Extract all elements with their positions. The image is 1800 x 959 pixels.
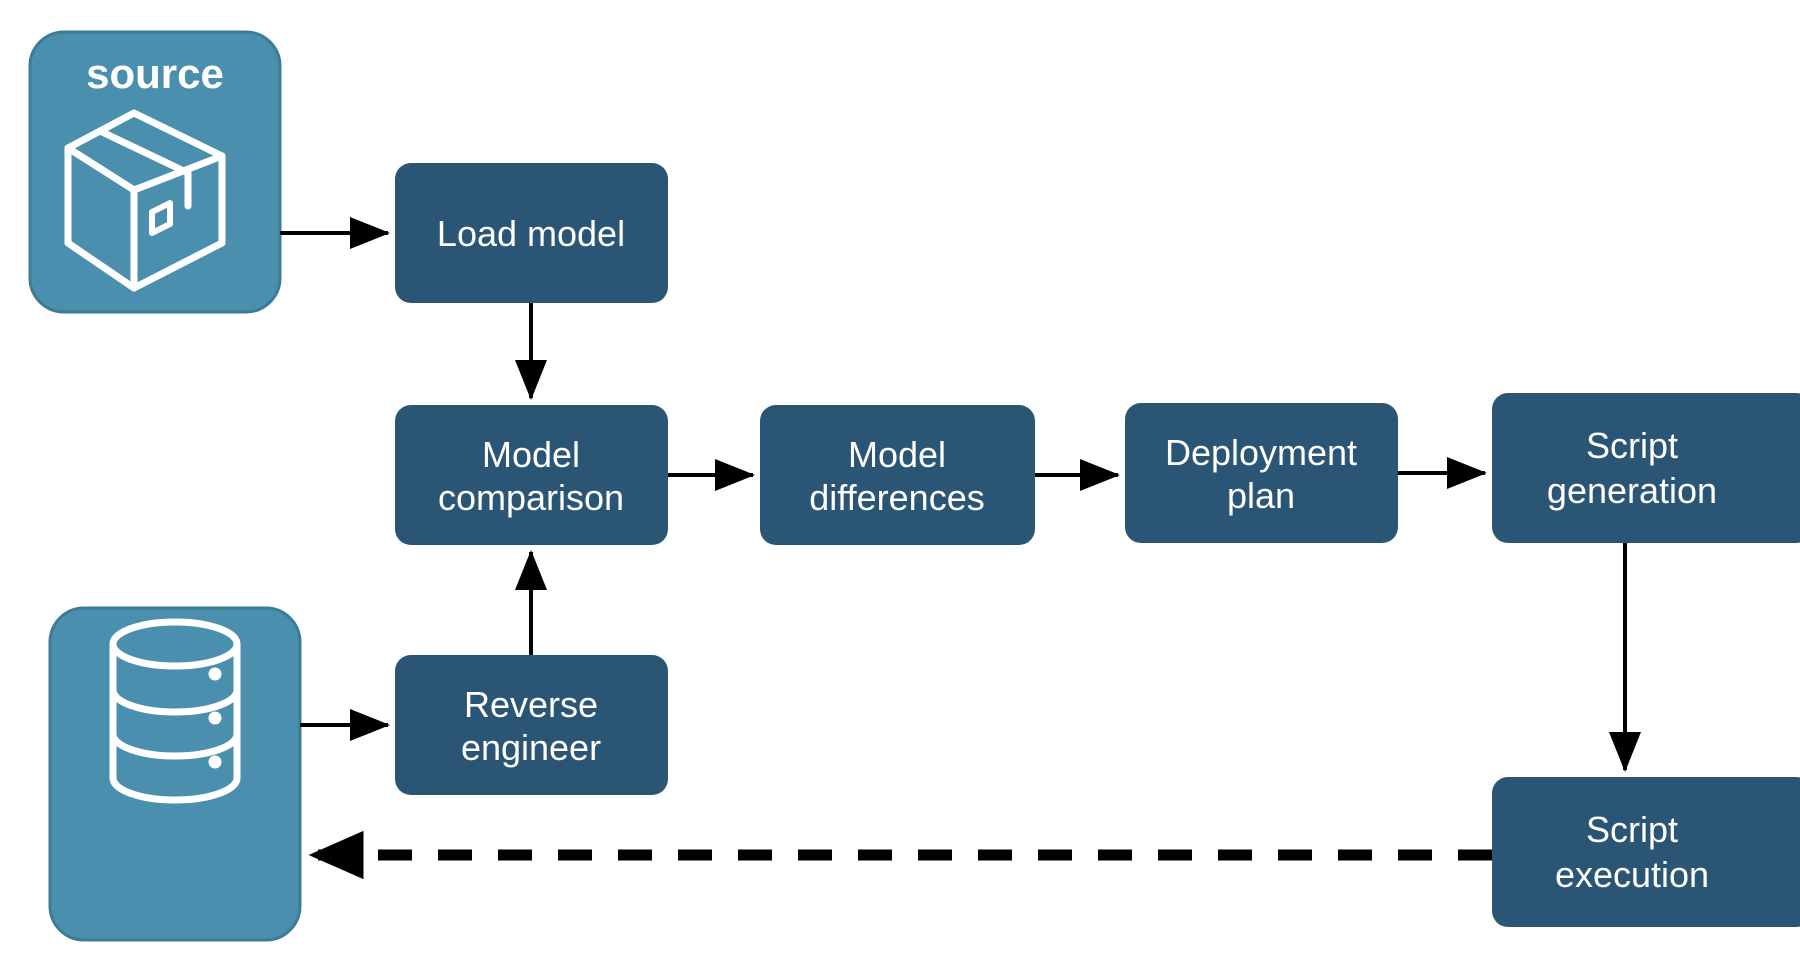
database-indicator-dot-3: [208, 755, 222, 769]
process-load-model-shape: [395, 163, 668, 303]
process-reverse-engineer-shape: [395, 655, 668, 795]
process-script-execution-shape: [1492, 777, 1800, 927]
process-deployment-plan[interactable]: Deployment plan: [1125, 403, 1398, 543]
process-script-execution-label-line-2: execution: [1555, 854, 1709, 895]
process-model-differences-label-line-1: Model: [848, 434, 946, 475]
process-reverse-engineer[interactable]: Reverse engineer: [395, 655, 668, 795]
endpoint-source-label: source: [86, 50, 224, 97]
database-cylinder-icon: [109, 618, 241, 804]
package-box-icon: [64, 109, 226, 292]
process-script-generation-shape: [1492, 393, 1800, 543]
process-load-model[interactable]: Load model: [395, 163, 668, 303]
process-load-model-label-line-1: Load model: [437, 213, 625, 254]
process-reverse-engineer-label-line-2: engineer: [461, 727, 601, 768]
process-script-execution[interactable]: Script execution: [1492, 777, 1800, 927]
endpoint-source[interactable]: source: [28, 30, 282, 314]
process-reverse-engineer-label-line-1: Reverse: [464, 684, 598, 725]
process-script-generation-label-line-2: generation: [1547, 470, 1717, 511]
endpoint-target[interactable]: target: [48, 549, 302, 942]
endpoint-target-label: target: [117, 549, 234, 596]
process-model-comparison-label-line-1: Model: [482, 434, 580, 475]
database-indicator-dot-2: [208, 711, 222, 725]
process-deployment-plan-shape: [1125, 403, 1398, 543]
process-deployment-plan-label-line-2: plan: [1227, 475, 1295, 516]
package-box-hole-icon: [149, 200, 173, 236]
process-model-differences[interactable]: Model differences: [760, 405, 1035, 545]
endpoint-target-shape: [48, 606, 302, 942]
process-model-comparison[interactable]: Model comparison: [395, 405, 668, 545]
process-model-comparison-shape: [395, 405, 668, 545]
process-script-generation[interactable]: Script generation: [1492, 393, 1800, 543]
connectors: [280, 217, 1641, 880]
process-script-execution-label-line-1: Script: [1586, 809, 1678, 850]
process-model-differences-label-line-2: differences: [809, 477, 984, 518]
database-indicator-dot-1: [208, 667, 222, 681]
process-deployment-plan-label-line-1: Deployment: [1165, 432, 1357, 473]
process-model-differences-shape: [760, 405, 1035, 545]
process-model-comparison-label-line-2: comparison: [438, 477, 624, 518]
process-script-generation-label-line-1: Script: [1586, 425, 1678, 466]
